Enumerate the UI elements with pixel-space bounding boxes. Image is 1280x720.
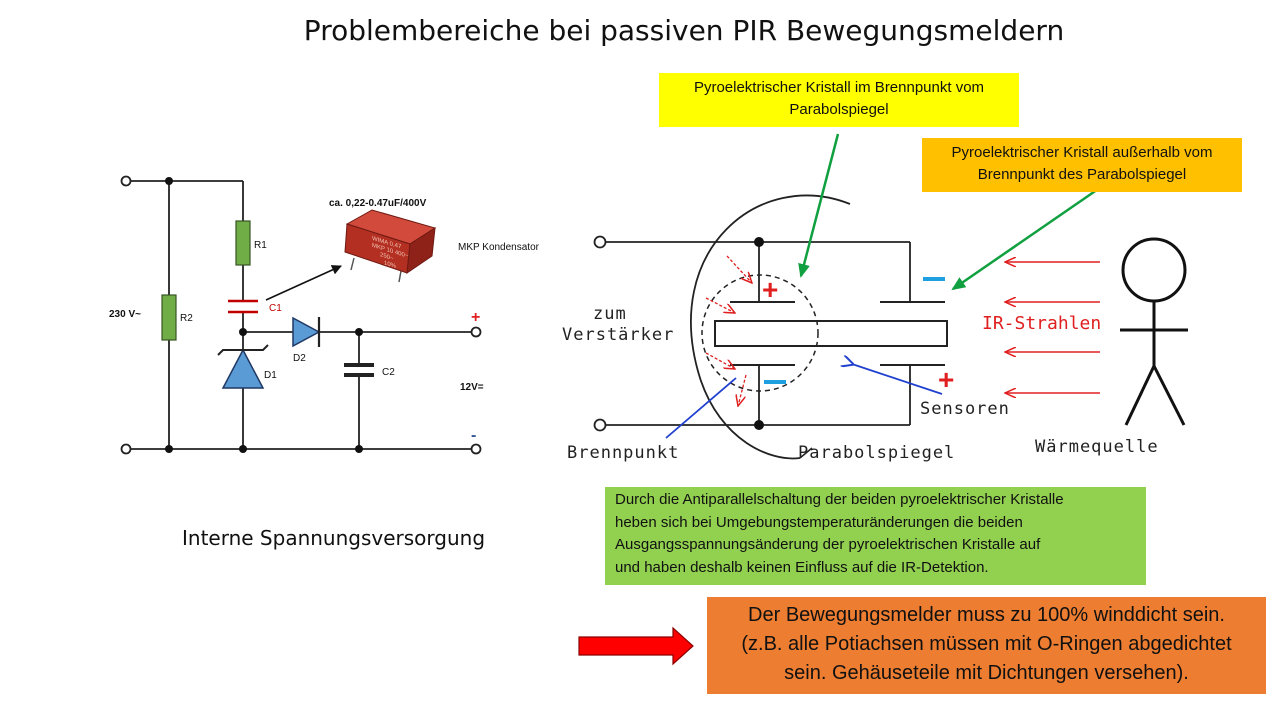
label-zum: zum [593,304,627,324]
label-capacitor-type: MKP Kondensator [458,242,540,253]
mkp-capacitor-image: WIMA 0,47 MKP 10 400~ 250~ 10% [344,209,437,283]
sensor-terminal-top [593,235,607,249]
terminal-in-bottom [120,443,132,455]
label-parabolspiegel: Parabolspiegel [798,443,955,463]
label-c2: C2 [382,367,395,378]
junction-dots [165,177,363,453]
charge-minus-left [764,380,786,384]
label-d1: D1 [264,370,277,381]
charge-plus-right: + [938,364,954,395]
sensor-terminal-bottom [593,418,607,432]
diode-d2 [292,316,321,348]
terminal-out-minus [470,443,482,455]
note-winddicht: Der Bewegungsmelder muss zu 100% winddic… [707,597,1266,694]
note-line: Ausgangsspannungsänderung der pyroelektr… [615,536,1041,553]
resistor-r2 [161,294,177,341]
power-supply-circuit [131,180,471,450]
capacitor-c2 [344,363,374,377]
terminal-out-plus [470,326,482,338]
note-line: Pyroelektrischer Kristall außerhalb vom [951,144,1213,161]
reflected-ir-rays [705,255,752,406]
diode-d1 [217,344,269,389]
label-c1: C1 [269,303,282,314]
pointer-in-focus [798,133,840,278]
capacitor-print-3: 250~ [380,251,394,262]
charge-plus-left: + [762,274,778,305]
capacitor-pointer-arrow [265,265,342,301]
pointer-sensoren [852,364,943,395]
label-waermequelle: Wärmequelle [1035,437,1159,457]
resistor-r1 [235,220,251,266]
page-title: Problembereiche bei passiven PIR Bewegun… [303,14,1065,47]
note-line: und haben deshalb keinen Einfluss auf di… [615,558,989,576]
note-antiparallel: Durch die Antiparallelschaltung der beid… [605,487,1146,585]
note-line: heben sich bei Umgebungstemperaturänderu… [615,513,1023,531]
note-line: Durch die Antiparallelschaltung der beid… [615,491,1064,508]
parabolic-mirror [690,194,851,460]
big-red-arrow [578,626,694,666]
label-verstaerker: Verstärker [562,325,674,345]
focal-point-circle [701,274,819,392]
label-output-plus: + [471,309,480,326]
terminal-in-top [120,175,132,187]
pointer-brennpunkt [665,377,737,439]
circuit-caption: Interne Spannungsversorgung [182,526,486,550]
capacitor-print-4: 10% [384,260,397,271]
note-line: (z.B. alle Potiachsen müssen mit O-Ringe… [741,633,1232,655]
note-line: Parabolspiegel [789,101,889,118]
note-line: Der Bewegungsmelder muss zu 100% winddic… [748,604,1225,626]
note-crystal-in-focus: Pyroelektrischer Kristall im Brennpunkt … [659,73,1019,127]
label-brennpunkt: Brennpunkt [567,443,679,463]
label-supply-voltage: 230 V~ [109,309,141,320]
note-crystal-out-of-focus: Pyroelektrischer Kristall außerhalb vom … [922,138,1242,192]
label-output-minus: - [471,427,476,444]
heat-source-figure [1120,237,1188,426]
charge-minus-right [923,277,945,281]
ir-rays [1005,262,1100,393]
note-line: Brennpunkt des Parabolspiegel [977,166,1187,183]
label-r2: R2 [180,313,193,324]
label-sensoren: Sensoren [920,399,1010,419]
note-line: sein. Gehäuseteile mit Dichtungen verseh… [784,662,1189,684]
pyroelectric-crystal [714,320,948,347]
note-line: Pyroelektrischer Kristall im Brennpunkt … [693,79,985,96]
label-output-voltage: 12V= [460,382,484,393]
pointer-out-of-focus [951,183,1105,291]
label-d2: D2 [293,353,306,364]
electrode-plates [730,301,945,366]
label-ir-strahlen: IR-Strahlen [982,313,1101,334]
label-capacitor-rating: ca. 0,22-0.47uF/400V [329,198,427,209]
capacitor-c1 [228,299,258,314]
label-r1: R1 [254,240,267,251]
